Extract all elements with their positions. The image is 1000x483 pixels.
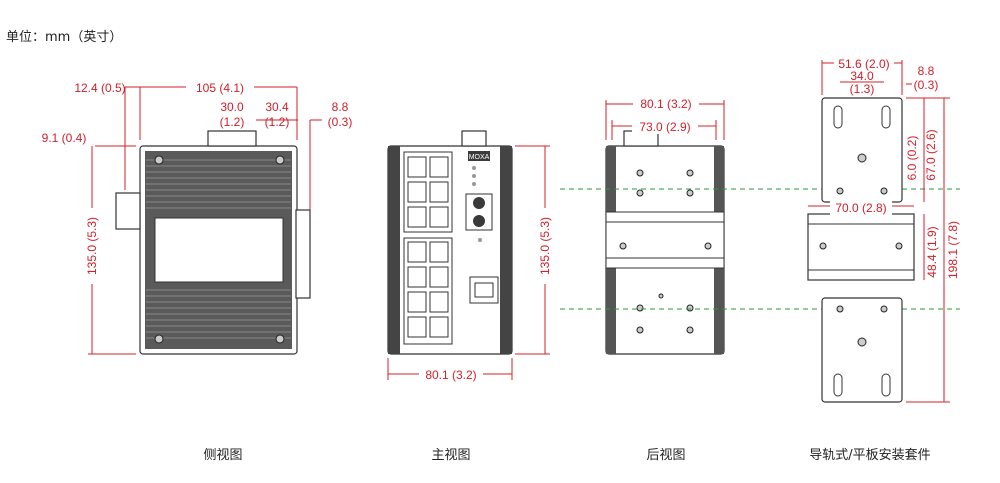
brand-logo: MOXA [469, 154, 490, 161]
mount-kit: 51.6 (2.0) 34.0 (1.3) 8.8 (0.3) 6.0 (0.2… [807, 56, 960, 403]
dim-73-0: 73.0 (2.9) [639, 120, 690, 134]
caption-mount-kit: 导轨式/平板安装套件 [809, 448, 931, 463]
dim-30-0-inch: (1.2) [220, 115, 245, 129]
mount-screws [819, 153, 903, 347]
fiber-connector [473, 215, 485, 227]
side-left-connector [115, 192, 141, 230]
rj45-ports [407, 156, 449, 338]
keyhole-slots [833, 105, 891, 397]
dim-198-1: 198.1 (7.8) [946, 221, 960, 279]
dim-80-1-rear: 80.1 (3.2) [640, 97, 691, 111]
caption-front-view: 主视图 [431, 448, 471, 463]
screw [275, 334, 285, 344]
side-top-connector [207, 130, 257, 147]
caption-side-view: 侧视图 [203, 448, 243, 463]
led [478, 238, 482, 242]
screw [154, 155, 164, 165]
dim-70-0: 70.0 (2.8) [835, 201, 886, 215]
fiber-connector [473, 197, 485, 209]
screw [275, 155, 285, 165]
dim-51-6: 51.6 (2.0) [838, 57, 889, 71]
console-port-inner [474, 282, 494, 298]
dim-67-0: 67.0 (2.6) [924, 129, 938, 180]
heatsink-fins [146, 159, 291, 339]
led [472, 174, 476, 178]
dim-30-4: 30.4 [265, 100, 289, 114]
dim-135-front: 135.0 (5.3) [538, 217, 552, 275]
rear-din-bracket [605, 211, 725, 269]
front-left-rail [388, 146, 400, 354]
dim-8-8: 8.8 [332, 100, 349, 114]
dim-8-8-mount: 8.8 [918, 64, 935, 78]
screw [154, 334, 164, 344]
dim-135-side: 135.0 (5.3) [85, 217, 99, 275]
dim-105: 105 (4.1) [196, 81, 244, 95]
dim-34-0: 34.0 [850, 69, 874, 83]
front-right-rail [500, 146, 512, 354]
dim-80-1-front: 80.1 (3.2) [425, 368, 476, 382]
dim-8-8-inch: (0.3) [328, 115, 353, 129]
rear-screws [619, 169, 712, 334]
side-label-panel [154, 217, 284, 283]
brand-plate [468, 151, 490, 161]
unit-label: 单位：mm（英寸） [6, 30, 123, 45]
dim-48-4: 48.4 (1.9) [925, 226, 939, 277]
dim-12-4: 12.4 (0.5) [74, 81, 125, 95]
dim-6-0: 6.0 (0.2) [905, 136, 919, 181]
din-clip [295, 209, 311, 299]
front-top-connector [461, 130, 487, 147]
dim-34-0-inch: (1.3) [850, 82, 875, 96]
dim-8-8-mount-inch: (0.3) [914, 78, 939, 92]
rear-view: 80.1 (3.2) 73.0 (2.9) [605, 96, 725, 355]
caption-rear-view: 后视图 [646, 448, 686, 463]
dim-30-4-inch: (1.2) [265, 115, 290, 129]
led [472, 182, 476, 186]
led [472, 166, 476, 170]
front-view: MOXA 135.0 (5.3) 80.1 (3.2) [387, 130, 553, 382]
dim-30-0: 30.0 [220, 100, 244, 114]
side-view: 105 (4.1) 12.4 (0.5) 30.0 (1.2) 30.4 (1.… [42, 79, 353, 355]
dim-9-1: 9.1 (0.4) [42, 131, 87, 145]
